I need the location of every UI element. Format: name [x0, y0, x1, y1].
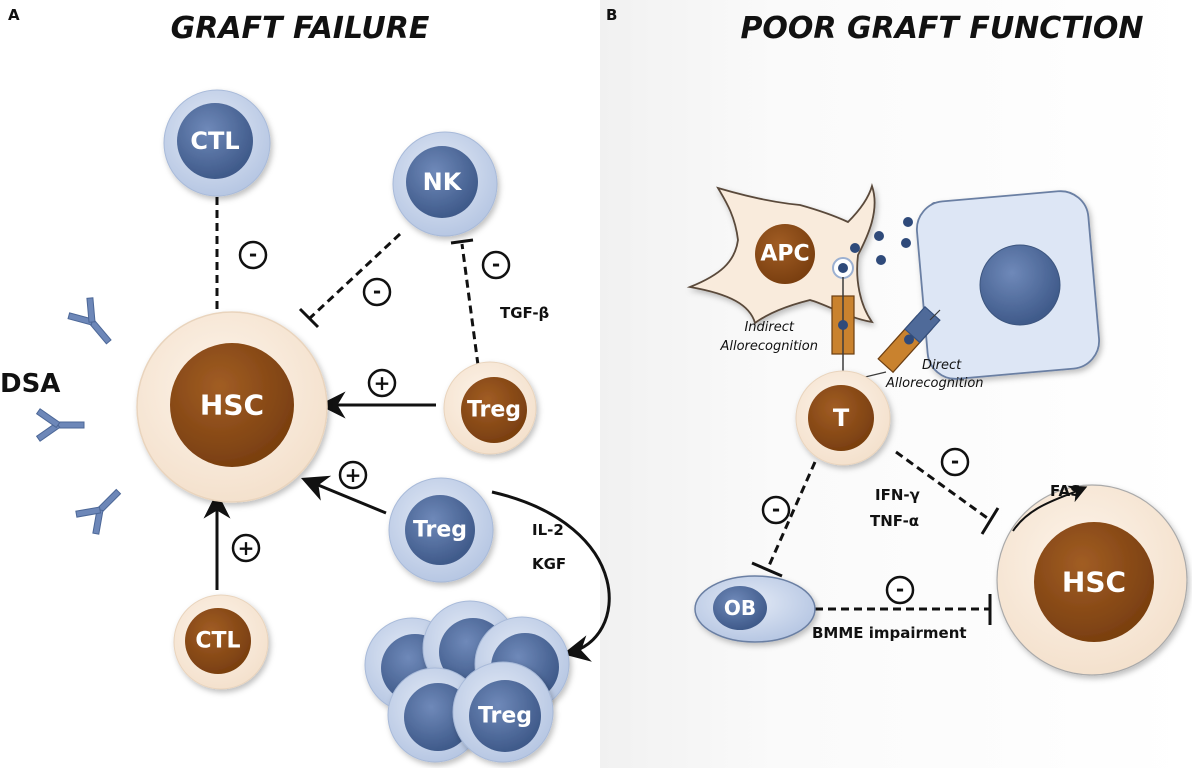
sign-plus-ctl-bottom: +: [238, 536, 255, 560]
ctl-cell-bottom: [173, 594, 269, 690]
connectors-a: [203, 197, 611, 662]
t-cell-label: T: [833, 404, 850, 432]
panel-b-letter: B: [606, 6, 617, 24]
ctl-bottom-label: CTL: [195, 629, 240, 654]
fas-label: FAS: [1050, 482, 1081, 500]
treg-cell-right: [443, 361, 537, 455]
treg-blue-label: Treg: [413, 518, 467, 543]
sign-minus-t-hsc: -: [951, 449, 959, 473]
hsc-cell: [136, 311, 328, 503]
hsc-b-label: HSC: [1062, 566, 1126, 599]
donor-cell: [916, 190, 1100, 380]
apc-label: APC: [760, 242, 809, 267]
fas-arrow: [1012, 485, 1088, 532]
sign-circles-a: [231, 240, 511, 563]
indirect-label-2: Allorecognition: [719, 339, 818, 354]
nk-label: NK: [423, 168, 463, 196]
treg-right-label: Treg: [467, 398, 521, 423]
dsa-label: DSA: [0, 369, 60, 399]
sign-minus-ob-hsc: -: [896, 577, 904, 601]
indirect-label-1: Indirect: [744, 320, 794, 335]
treg-cluster-label: Treg: [478, 704, 532, 729]
tgf-beta-label: TGF-β: [500, 304, 550, 322]
ob-cell: [694, 575, 816, 643]
apc-nucleus: [755, 224, 815, 284]
il2-label: IL-2: [532, 521, 564, 539]
antibody-icon: [75, 488, 122, 535]
direct-label-2: Allorecognition: [885, 376, 984, 391]
t-cell: [795, 370, 891, 466]
antibody-icon: [67, 297, 112, 345]
hsc-label: HSC: [200, 389, 264, 422]
treg-cell-blue: [388, 477, 494, 583]
ifn-gamma-label: IFN-γ: [875, 486, 920, 504]
ob-label: OB: [724, 596, 756, 620]
sign-minus-t-ob: -: [772, 497, 780, 521]
tnf-alpha-label: TNF-α: [870, 512, 919, 530]
direct-label-1: Direct: [922, 358, 962, 373]
ctl-cell-top: [163, 89, 271, 197]
panel-a-letter: A: [8, 6, 20, 24]
kgf-label: KGF: [532, 555, 566, 573]
antibody-icon: [35, 408, 85, 442]
indirect-receptor: [831, 277, 855, 372]
panel-b-title: POOR GRAFT FUNCTION: [740, 11, 1143, 46]
sign-plus-treg-blue: +: [345, 463, 362, 487]
sign-minus-treg: -: [492, 252, 500, 276]
panel-a-title: GRAFT FAILURE: [171, 11, 430, 46]
nk-cell: [392, 131, 498, 237]
bmme-impairment-label: BMME impairment: [812, 624, 967, 642]
hsc-cell-b: [996, 484, 1188, 676]
treg-cluster: [364, 600, 570, 763]
sign-minus-nk: -: [373, 279, 381, 303]
sign-minus-ctl: -: [249, 242, 257, 266]
ctl-top-label: CTL: [190, 127, 239, 155]
sign-plus-treg: +: [374, 371, 391, 395]
connectors-b: [751, 450, 1000, 625]
antigen-dot: [838, 263, 848, 273]
sign-circles-b: [761, 447, 970, 605]
